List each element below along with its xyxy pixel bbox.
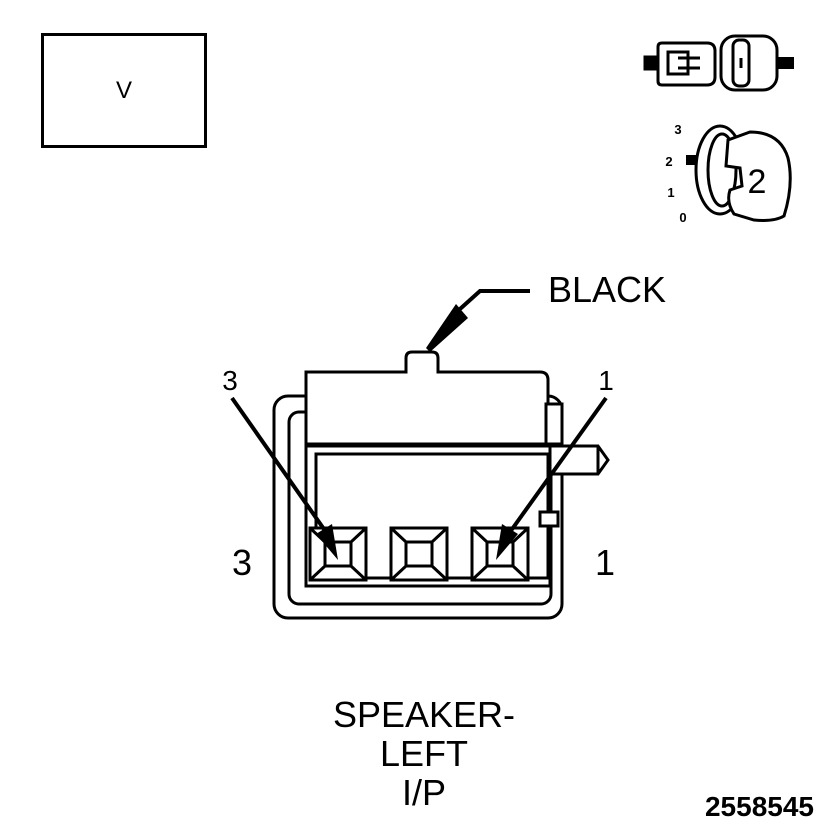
key-position-0: 0 [679, 210, 686, 225]
side-label-left: 3 [232, 542, 252, 583]
cavity-callout-right: 1 [598, 365, 614, 396]
view-indicator-box: V [41, 33, 207, 148]
cavity-callout-left: 3 [222, 365, 238, 396]
side-label-right: 1 [595, 542, 615, 583]
key-position-selected: 2 [748, 163, 767, 201]
key-position-3: 3 [674, 122, 681, 137]
cavity-1-arrow [496, 396, 608, 560]
view-letter: V [115, 76, 132, 104]
connector-halves-icon [643, 34, 794, 92]
cavity-3 [308, 526, 368, 582]
key-position-2: 2 [665, 154, 672, 169]
cavity-2 [389, 526, 449, 582]
caption-line-2: LEFT [380, 733, 468, 774]
caption-line-1: SPEAKER- [333, 694, 515, 735]
ignition-key-icon [686, 124, 792, 222]
figure-id: 2558545 [705, 791, 814, 822]
connector-color-label: BLACK [548, 269, 666, 310]
key-position-1: 1 [667, 185, 674, 200]
color-leader-arrowhead [426, 304, 468, 352]
cavity-3-arrow [230, 396, 338, 560]
caption-line-3: I/P [402, 772, 446, 813]
